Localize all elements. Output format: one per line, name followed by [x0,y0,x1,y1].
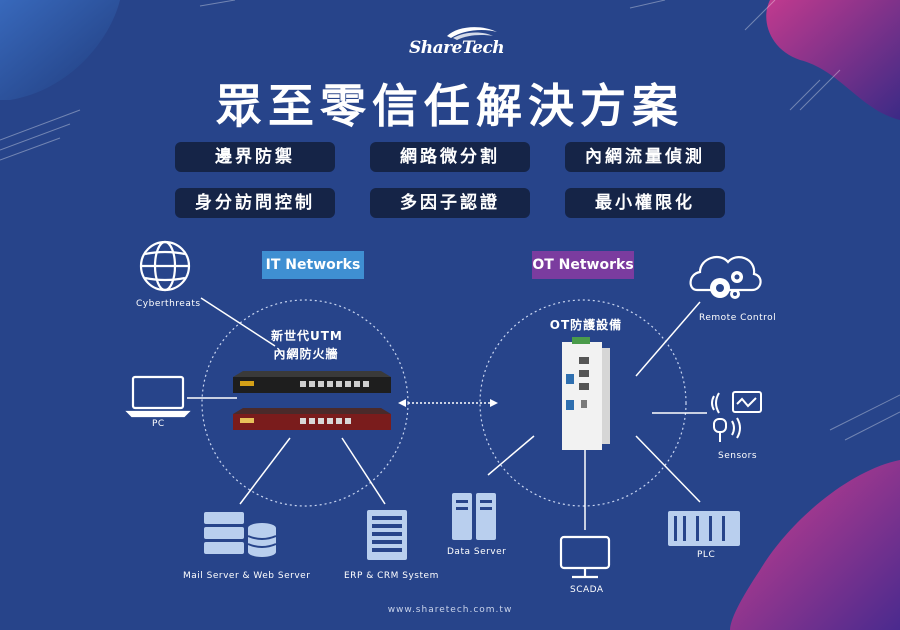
brand-logo: ShareTech [395,22,505,62]
label-mail-web-server: Mail Server & Web Server [183,571,311,581]
database-icon [247,523,277,557]
feature-pill: 邊界防禦 [175,142,335,172]
page-title: 眾至零信任解決方案 [216,79,684,133]
feature-pill: 多因子認證 [370,188,530,218]
logo-swoosh-icon [447,27,497,40]
feature-pill: 身分訪問控制 [175,188,335,218]
cloud-gears-icon [689,255,762,299]
footer-website: www.sharetech.com.tw [387,605,513,615]
feature-pill: 網路微分割 [370,142,530,172]
server-rack-icon [204,512,244,554]
label-data-server: Data Server [447,547,507,557]
label-sensors: Sensors [718,451,758,461]
decor-lines [0,0,900,441]
it-networks-label: IT Networks [262,251,364,279]
label-plc: PLC [697,550,716,560]
ot-protection-device-icon [562,337,610,450]
connection-lines [187,297,707,530]
ot-center-label: OT防護設備 [549,318,623,332]
feature-pill: 最小權限化 [565,188,725,218]
label-remote-control: Remote Control [699,313,777,323]
plc-icon [668,511,740,546]
label-pc: PC [152,419,165,429]
data-server-icon [452,493,496,540]
it-center-line1: 新世代UTM [271,329,343,343]
label-erp-crm: ERP & CRM System [344,571,439,581]
globe-icon [139,240,191,292]
ot-networks-label: OT Networks [532,251,634,279]
sensors-icon [711,391,762,442]
logo-text: ShareTech [409,38,505,58]
corner-blob-top-left [0,0,120,100]
laptop-icon [125,375,191,418]
corner-blob-top-right [766,0,900,120]
label-cyberthreats: Cyberthreats [136,299,201,309]
it-center-line2: 內網防火牆 [273,347,339,361]
feature-pill: 內網流量偵測 [565,142,725,172]
scada-monitor-icon [559,535,611,579]
label-scada: SCADA [570,585,604,595]
corner-blob-bottom-right [730,460,900,630]
ot-zone-circle [479,299,687,507]
utm-appliance-icon [233,371,391,430]
erp-server-icon [367,510,407,560]
